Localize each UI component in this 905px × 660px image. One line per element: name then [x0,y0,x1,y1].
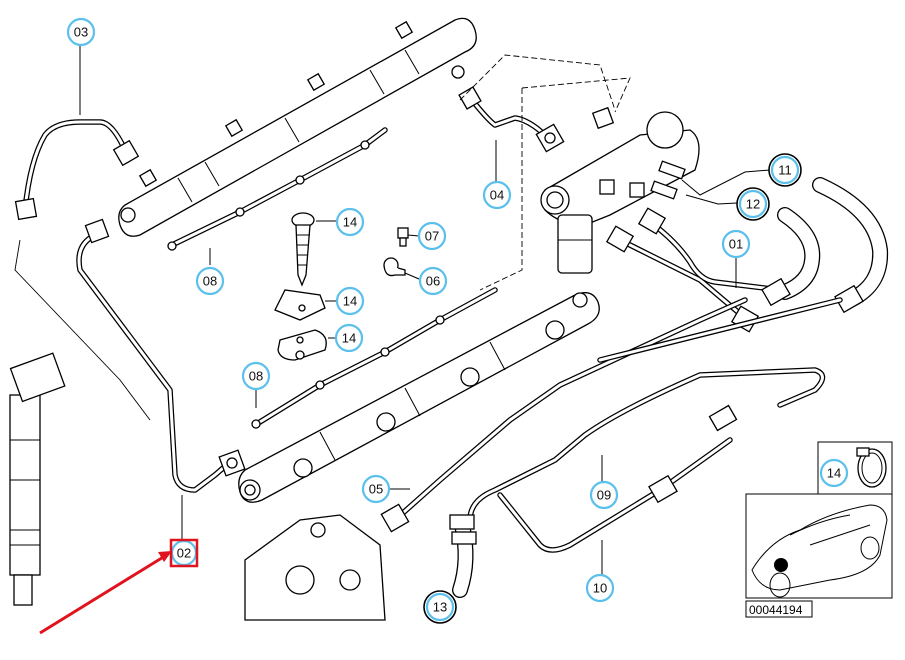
callout-label: 05 [369,482,383,497]
callout-label: 01 [729,237,743,252]
callout-label: 12 [746,197,760,212]
callout-label: 13 [433,600,447,615]
fuel-feed-line-10 [497,404,738,553]
callout-05[interactable]: 05 [361,474,391,504]
callout-label: 14 [343,215,357,230]
fuel-line-05 [380,297,748,533]
bracket-12 [274,289,326,321]
callout-12[interactable]: 14 [335,286,365,316]
callout-04[interactable]: 04 [482,180,512,210]
hose-right-outer [812,177,889,314]
reference-number-box: 00044194 [745,600,813,618]
callout-08-lower[interactable]: 08 [241,361,271,391]
callout-label: 10 [593,581,607,596]
callout-label: 14 [342,331,356,346]
hose-right-inner [761,207,821,307]
leader-lines [79,45,771,575]
callout-03[interactable]: 03 [66,17,96,47]
injection-line-02 [76,218,246,493]
callout-10[interactable]: 10 [585,573,615,603]
screw-07 [397,227,409,247]
pressure-regulator-block [540,106,700,274]
callout-14-bottom[interactable]: 13 [423,590,457,624]
callout-label: 09 [597,488,611,503]
callout-01[interactable]: 01 [721,229,751,259]
lower-fuel-rail [238,292,600,503]
callout-07[interactable]: 07 [417,221,447,251]
hose-lower-left [449,514,477,598]
screw-13 [291,212,315,287]
clamp-06 [383,257,406,277]
callout-label: 14 [827,466,841,481]
callout-label: 07 [425,229,439,244]
upper-fuel-rail [118,17,477,237]
highlight-arrow [39,551,172,635]
inset-car-locator [745,493,893,599]
injection-line-04 [458,86,565,153]
callout-label: 08 [203,274,217,289]
callout-02[interactable]: 02 [169,538,199,568]
callout-label: 11 [778,163,792,178]
reference-dashed-lines [14,54,631,421]
high-pressure-pump [244,514,386,621]
callout-14-inset[interactable]: 14 [819,458,849,488]
callout-label: 14 [343,294,357,309]
fuel-line-01 [605,207,783,333]
injector [9,352,66,606]
fuel-return-line-09 [467,297,843,523]
leak-off-line-upper [167,127,388,251]
callout-label: 02 [177,546,191,561]
highlight-box [169,538,199,568]
holder-11 [277,329,327,361]
callout-14-top[interactable]: 11 [768,153,802,187]
callout-label: 08 [249,369,263,384]
callout-13[interactable]: 14 [335,207,365,237]
callout-06[interactable]: 06 [418,266,448,296]
injection-line-03 [14,119,140,221]
reference-number: 00044194 [749,603,803,617]
leak-off-line-lower [251,287,498,429]
callout-11[interactable]: 14 [334,323,364,353]
callout-14-mid[interactable]: 12 [736,187,770,221]
location-marker [774,558,788,572]
callout-label: 03 [74,25,88,40]
callout-label: 06 [426,274,440,289]
callout-08-upper[interactable]: 08 [195,266,225,296]
callout-label: 04 [490,188,504,203]
callout-09[interactable]: 09 [589,480,619,510]
inset-hose-clamp: 14 [817,441,893,495]
